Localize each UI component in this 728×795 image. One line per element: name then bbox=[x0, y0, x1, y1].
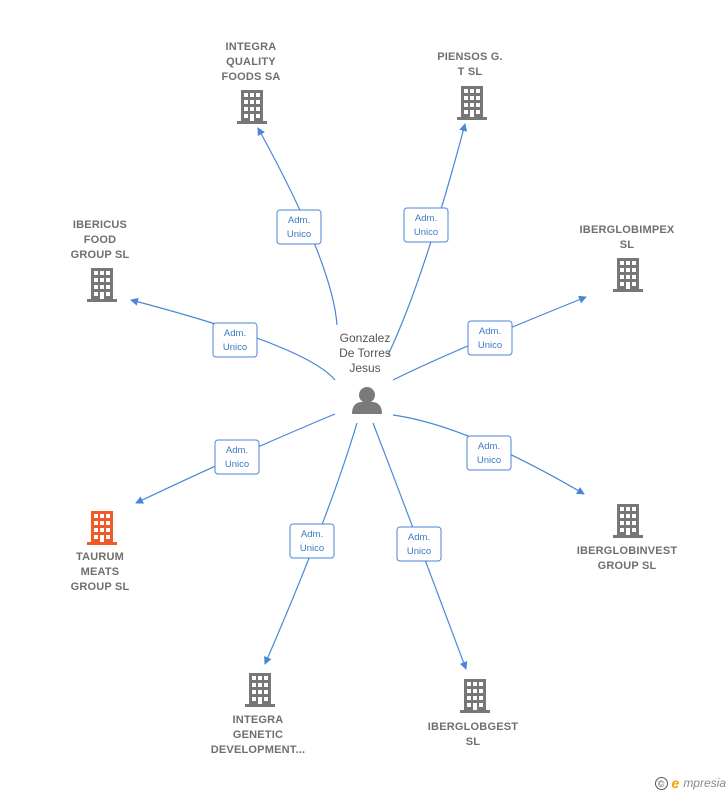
relation-edge[interactable]: Adm. Unico bbox=[257, 127, 338, 326]
relation-label: Unico bbox=[477, 455, 501, 466]
edge-arrow bbox=[130, 297, 336, 381]
relation-badge[interactable] bbox=[214, 439, 260, 475]
relation-label: Adm. bbox=[226, 445, 248, 456]
relation-label: Unico bbox=[225, 459, 249, 470]
relation-badge[interactable] bbox=[467, 320, 513, 356]
relation-label: Adm. bbox=[478, 441, 500, 452]
relation-label: Adm. bbox=[415, 213, 437, 224]
relation-edge[interactable]: Adm. Unico bbox=[392, 295, 587, 381]
relation-label: Unico bbox=[223, 342, 247, 353]
company-node-piensos[interactable]: PIENSOS G. T SL bbox=[437, 51, 503, 120]
building-icon bbox=[460, 679, 490, 713]
company-node-integra-genetic[interactable]: INTEGRA GENETIC DEVELOPMENT... bbox=[211, 673, 305, 756]
company-name-line: DEVELOPMENT... bbox=[211, 744, 305, 756]
company-name-line: GROUP SL bbox=[71, 249, 130, 261]
copyright-icon: © bbox=[654, 776, 668, 790]
relation-label: Unico bbox=[287, 229, 311, 240]
building-icon bbox=[245, 673, 275, 707]
company-node-iberglobgest[interactable]: IBERGLOBGEST SL bbox=[428, 679, 518, 748]
edge-arrow bbox=[372, 422, 468, 670]
relation-badge[interactable] bbox=[212, 322, 258, 358]
building-icon bbox=[87, 268, 117, 302]
building-icon bbox=[237, 90, 267, 124]
relation-badge[interactable] bbox=[466, 435, 512, 471]
company-name-line: SL bbox=[466, 736, 481, 748]
relation-badge[interactable] bbox=[403, 207, 449, 243]
brand-name: mpresia bbox=[683, 776, 726, 790]
company-name-line: T SL bbox=[458, 66, 483, 78]
relation-label: Adm. bbox=[479, 326, 501, 337]
relation-edge[interactable]: Adm. Unico bbox=[264, 422, 358, 665]
company-name-line: IBERGLOBGEST bbox=[428, 721, 518, 733]
relation-label: Unico bbox=[478, 340, 502, 351]
relation-badge[interactable] bbox=[276, 209, 322, 245]
building-icon bbox=[457, 86, 487, 120]
relation-label: Unico bbox=[300, 543, 324, 554]
brand-initial: e bbox=[671, 775, 680, 791]
company-name-line: FOODS SA bbox=[221, 71, 280, 83]
company-name-line: INTEGRA bbox=[226, 41, 277, 53]
company-name-line: GROUP SL bbox=[598, 560, 657, 572]
building-icon bbox=[87, 511, 117, 545]
company-name-line: SL bbox=[620, 239, 635, 251]
relation-label: Adm. bbox=[288, 215, 310, 226]
relation-edge[interactable]: Adm. Unico bbox=[387, 123, 468, 356]
relation-badge[interactable] bbox=[289, 523, 335, 559]
center-person-node[interactable]: Gonzalez De Torres Jesus bbox=[339, 331, 391, 414]
relation-label: Adm. bbox=[224, 328, 246, 339]
person-name-line: Gonzalez bbox=[340, 331, 391, 345]
relation-label: Unico bbox=[414, 227, 438, 238]
company-name-line: GENETIC bbox=[233, 729, 283, 741]
building-icon bbox=[613, 504, 643, 538]
company-name-line: IBERICUS bbox=[73, 219, 127, 231]
company-node-taurum[interactable]: TAURUM MEATS GROUP SL bbox=[71, 511, 130, 593]
company-node-ibericus[interactable]: IBERICUS FOOD GROUP SL bbox=[71, 219, 130, 302]
company-name-line: PIENSOS G. bbox=[437, 51, 503, 63]
relation-edge[interactable]: Adm. Unico bbox=[130, 297, 336, 381]
person-name-line: Jesus bbox=[349, 361, 380, 375]
edge-arrow bbox=[257, 127, 338, 326]
relation-edge[interactable]: Adm. Unico bbox=[392, 414, 585, 495]
company-node-iberglobimpex[interactable]: IBERGLOBIMPEX SL bbox=[580, 224, 675, 292]
edge-arrow bbox=[387, 123, 468, 356]
company-node-iberglobinvest[interactable]: IBERGLOBINVEST GROUP SL bbox=[577, 504, 678, 572]
relation-badge[interactable] bbox=[396, 526, 442, 562]
company-name-line: FOOD bbox=[84, 234, 117, 246]
relation-edge[interactable]: Adm. Unico bbox=[135, 413, 336, 504]
company-name-line: MEATS bbox=[81, 566, 120, 578]
company-name-line: GROUP SL bbox=[71, 581, 130, 593]
person-icon bbox=[352, 387, 382, 414]
building-icon bbox=[613, 258, 643, 292]
company-node-integra-quality[interactable]: INTEGRA QUALITY FOODS SA bbox=[221, 41, 280, 124]
company-name-line: INTEGRA bbox=[233, 714, 284, 726]
company-name-line: IBERGLOBINVEST bbox=[577, 545, 678, 557]
person-name-line: De Torres bbox=[339, 346, 391, 360]
relation-label: Unico bbox=[407, 546, 431, 557]
company-name-line: QUALITY bbox=[226, 56, 276, 68]
relation-edge[interactable]: Adm. Unico bbox=[372, 422, 468, 670]
relation-label: Adm. bbox=[301, 529, 323, 540]
company-name-line: TAURUM bbox=[76, 551, 124, 563]
company-name-line: IBERGLOBIMPEX bbox=[580, 224, 675, 236]
relation-label: Adm. bbox=[408, 532, 430, 543]
